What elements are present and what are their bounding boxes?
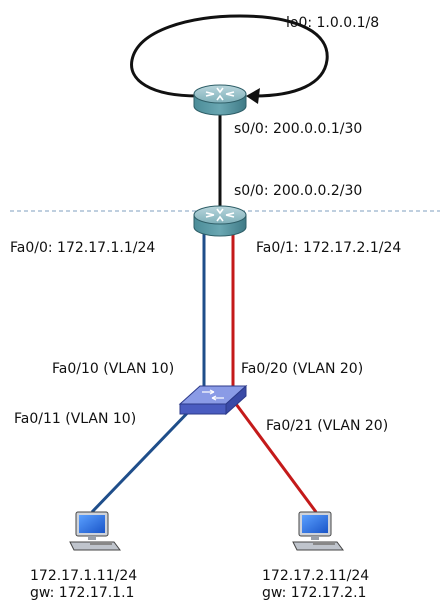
host-2-gw-label: gw: 172.17.2.1 [262,585,366,601]
vlan10-host-link [90,402,198,514]
loopback-loop [130,14,329,104]
switch-icon [178,384,248,416]
host-1-ip-label: 172.17.1.11/24 [30,568,137,584]
switch-fa020-label: Fa0/20 (VLAN 20) [241,361,363,377]
r2-serial-label: s0/0: 200.0.0.2/30 [234,183,362,199]
switch-fa021-label: Fa0/21 (VLAN 20) [266,418,388,434]
router-r1-icon [193,84,247,116]
r2-fa01-label: Fa0/1: 172.17.2.1/24 [256,240,401,256]
switch-fa010-label: Fa0/10 (VLAN 10) [52,361,174,377]
r2-fa00-label: Fa0/0: 172.17.1.1/24 [10,240,155,256]
r1-loopback-label: lo0: 1.0.0.1/8 [286,15,379,31]
vlan20-host-link [234,403,318,513]
loopback-arrow-icon [246,88,260,104]
host-pc-2-icon [292,511,344,551]
switch-fa011-label: Fa0/11 (VLAN 10) [14,411,136,427]
host-2-ip-label: 172.17.2.11/24 [262,568,369,584]
host-1-gw-label: gw: 172.17.1.1 [30,585,134,601]
router-r2-icon [193,205,247,237]
r1-serial-label: s0/0: 200.0.0.1/30 [234,121,362,137]
host-pc-1-icon [69,511,121,551]
